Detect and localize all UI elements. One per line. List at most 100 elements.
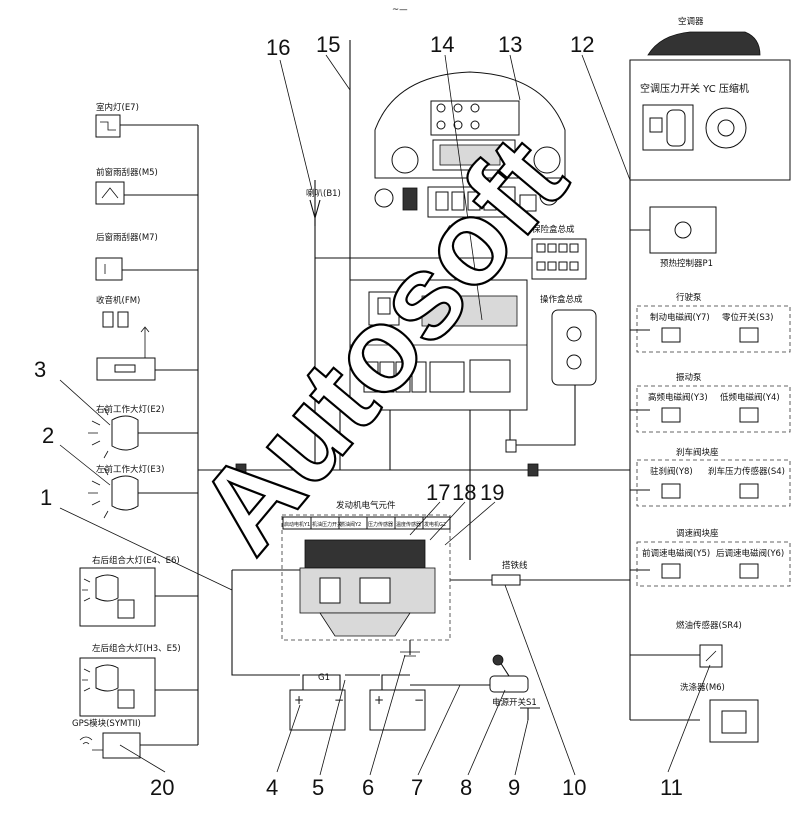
- engine-tag-2: 机油压力开关: [312, 521, 342, 528]
- low-vib-valve-label: 低频电磁阀(Y4): [720, 392, 780, 403]
- engine-tag-5: 温度传感器: [396, 521, 421, 528]
- power-switch: 电源开关S1: [489, 654, 540, 720]
- horn: 喇叭(B1): [306, 188, 341, 226]
- interior-light: 室内灯(E7): [95, 102, 139, 138]
- front-wiper: 前窗雨刮器(M5): [95, 167, 158, 205]
- engine-label: 发动机电气元件: [336, 500, 396, 511]
- park-valve-label: 驻刹阀(Y8): [650, 466, 693, 477]
- svg-text:−: −: [334, 693, 344, 707]
- gps-module: GPS模块(SYMTII): [72, 718, 141, 759]
- front-speed-valve-label: 前调速电磁阀(Y5): [642, 548, 710, 559]
- callout-8: 8: [460, 775, 472, 800]
- left-work-lamp-label: 左前工作大灯(E3): [96, 464, 164, 475]
- battery-group: G1 + − + −: [289, 651, 426, 731]
- left-combo-lamp-label: 左后组合大灯(H3、E5): [92, 643, 181, 654]
- left-combo-lamp: 左后组合大灯(H3、E5): [79, 643, 181, 717]
- aircon-unit-label: 空调器: [678, 16, 704, 27]
- horn-label: 喇叭(B1): [306, 188, 341, 199]
- fuel-sensor-label: 燃油传感器(SR4): [676, 620, 742, 631]
- brake-pressure-sensor-label: 刹车压力传感器(S4): [708, 466, 785, 477]
- callout-4: 4: [266, 775, 278, 800]
- rear-speed-valve-label: 后调速电磁阀(Y6): [716, 548, 784, 559]
- engine-tag-6: 发电机G2: [424, 521, 446, 528]
- svg-text:−: −: [414, 693, 424, 707]
- callout-7: 7: [411, 775, 423, 800]
- callout-6: 6: [362, 775, 374, 800]
- left-bus: [120, 124, 630, 746]
- dashboard-label: 仪表板总成: [447, 224, 490, 235]
- svg-text:+: +: [294, 693, 304, 707]
- svg-text:+: +: [374, 693, 384, 707]
- callout-15: 15: [316, 32, 340, 57]
- callouts: 1 2 3 4 5 6 7 8 9 10 11 12 13 14 15 16 1…: [34, 32, 683, 800]
- engine-tags: 启动电机Y1 机油压力开关 燃油阀Y2 压力传感器 温度传感器 发电机G2: [282, 516, 451, 530]
- fuse-box: 保险盒总成: [531, 224, 587, 280]
- engine-tag-4: 压力传感器: [368, 521, 393, 528]
- callout-20: 20: [150, 775, 174, 800]
- aircon-switch: 空调压力开关 YC 压缩机: [640, 82, 749, 151]
- dashboard: 仪表板总成: [374, 71, 566, 235]
- speed-valve-block: 调速阀块座 前调速电磁阀(Y5) 后调速电磁阀(Y6): [636, 528, 791, 587]
- interior-light-label: 室内灯(E7): [96, 102, 139, 113]
- vibration-pump: 振动泵 高频电磁阀(Y3) 低频电磁阀(Y4): [636, 372, 791, 433]
- vibration-pump-label: 振动泵: [676, 372, 702, 383]
- brake-valve-label: 制动电磁阀(Y7): [650, 312, 710, 323]
- radio: 收音机(FM): [96, 295, 156, 381]
- callout-10: 10: [562, 775, 586, 800]
- leader-lines: [59, 54, 711, 776]
- right-work-lamp: 右前工作大灯(E2): [88, 404, 164, 459]
- neutral-switch-label: 零位开关(S3): [722, 312, 773, 323]
- high-vib-valve-label: 高频电磁阀(Y3): [648, 392, 708, 403]
- washer: 洗涤器(M6): [680, 682, 759, 743]
- battery-label: G1: [318, 673, 330, 683]
- callout-2: 2: [42, 423, 54, 448]
- callout-14: 14: [430, 32, 454, 57]
- callout-9: 9: [508, 775, 520, 800]
- control-box-label: 操作盒总成: [540, 294, 583, 305]
- washer-label: 洗涤器(M6): [680, 682, 725, 693]
- control-box: 操作盒总成: [540, 294, 597, 386]
- callout-19: 19: [480, 480, 504, 505]
- gps-label: GPS模块(SYMTII): [72, 718, 141, 729]
- fuse-box-label: 保险盒总成: [532, 224, 575, 235]
- ground-wire: 搭铁线: [491, 560, 528, 586]
- rear-wheel-lock-label: 刹车阀块座: [676, 447, 719, 458]
- right-combo-lamp: 右后组合大灯(E4、E6): [79, 555, 180, 627]
- travel-pump: 行驶泵 制动电磁阀(Y7) 零位开关(S3): [636, 292, 791, 353]
- power-switch-label: 电源开关S1: [492, 697, 537, 708]
- aircon-switch-label: 空调压力开关 YC 压缩机: [640, 82, 749, 95]
- callout-13: 13: [498, 32, 522, 57]
- ground-wire-label: 搭铁线: [502, 560, 528, 571]
- callout-18: 18: [452, 480, 476, 505]
- speed-valve-block-label: 调速阀块座: [676, 528, 719, 539]
- relay-plug: [505, 439, 517, 453]
- front-wiper-label: 前窗雨刮器(M5): [96, 167, 158, 178]
- callout-11: 11: [660, 775, 683, 800]
- callout-1: 1: [40, 485, 52, 510]
- right-work-lamp-label: 右前工作大灯(E2): [96, 404, 164, 415]
- radio-label: 收音机(FM): [96, 295, 140, 306]
- center-wires: [231, 40, 630, 686]
- right-combo-lamp-label: 右后组合大灯(E4、E6): [92, 555, 180, 566]
- preheat-controller: 预热控制器P1: [649, 206, 717, 269]
- engine-tag-1: 启动电机Y1: [284, 521, 310, 528]
- travel-pump-label: 行驶泵: [676, 292, 702, 303]
- brake-block: 刹车阀块座 驻刹阀(Y8) 刹车压力传感器(S4): [636, 447, 791, 507]
- connector-left: [235, 463, 247, 477]
- fuel-sensor: 燃油传感器(SR4): [676, 620, 742, 668]
- electric-box: [349, 279, 528, 411]
- engine: 发动机电气元件 启动电机Y1 机油压力开关 燃油阀Y2 压力传感器 温度传感器 …: [281, 500, 451, 641]
- left-work-lamp: 左前工作大灯(E3): [88, 464, 164, 519]
- callout-5: 5: [312, 775, 324, 800]
- rear-wiper-label: 后窗雨刮器(M7): [96, 232, 158, 243]
- rear-wiper: 后窗雨刮器(M7): [95, 232, 158, 281]
- callout-3: 3: [34, 357, 46, 382]
- aircon-unit: 空调器: [629, 16, 791, 181]
- callout-12: 12: [570, 32, 594, 57]
- top-mark: ~—: [392, 5, 408, 15]
- preheat-controller-label: 预热控制器P1: [660, 258, 713, 269]
- engine-tag-3: 燃油阀Y2: [340, 521, 361, 528]
- callout-17: 17: [426, 480, 450, 505]
- callout-16: 16: [266, 35, 290, 60]
